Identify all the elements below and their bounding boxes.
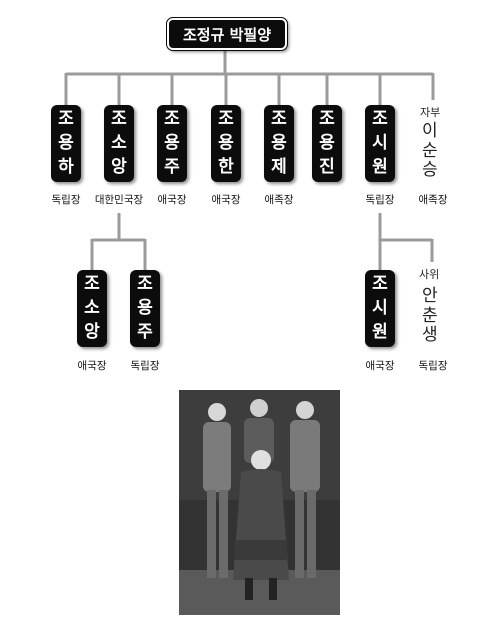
child-node-1: 조 용 하 [51,105,81,182]
char: 용 [271,132,287,153]
char: 조 [319,109,335,130]
award-caption: 애국장 [211,194,241,206]
award-caption: 애국장 [365,360,395,372]
char: 시 [372,132,388,153]
char: 조 [111,109,127,130]
child-node-2: 조 소 앙 [104,105,134,182]
award-caption: 애국장 [157,194,187,206]
root-parents-box: 조정규 박필양 [166,17,288,51]
child-node-3: 조 용 주 [157,105,187,182]
char: 승 [422,160,438,181]
family-photo [179,390,340,615]
char: 조 [58,109,74,130]
award-caption: 대한민국장 [94,194,144,206]
char: 소 [111,132,127,153]
char: 한 [218,156,234,177]
char: 춘 [422,305,438,326]
award-caption: 애족장 [418,194,448,206]
child-node-6: 조 용 진 [312,105,342,182]
char: 이 [422,121,438,141]
char: 소 [84,297,100,318]
award-caption: 애국장 [77,360,107,372]
char: 하 [58,156,74,177]
char: 용 [164,132,180,153]
family-photo-illustration [179,390,340,615]
award-caption: 독립장 [365,194,395,206]
char: 앙 [84,321,100,342]
root-parents-label: 조정규 박필양 [182,25,272,44]
char: 조 [164,109,180,130]
award-caption: 독립장 [130,360,160,372]
char: 조 [137,274,153,295]
char: 제 [271,156,287,177]
child-node-5: 조 용 제 [264,105,294,182]
char: 원 [372,156,388,177]
char: 용 [319,132,335,153]
award-caption: 애족장 [264,194,294,206]
char: 조 [372,109,388,130]
char: 조 [84,274,100,295]
grandchild-node-1: 조 소 앙 [77,270,107,347]
grandchild-node-3: 조 시 원 [365,270,395,347]
spouse-role-label: 자부 [420,106,441,119]
child-node-4: 조 용 한 [211,105,241,182]
char: 용 [137,297,153,318]
char: 조 [372,274,388,295]
grandchild-node-2: 조 용 주 [130,270,160,347]
char: 안 [422,286,438,306]
grand-spouse-name: 안 춘 생 [422,286,438,346]
char: 원 [372,321,388,342]
char: 생 [422,325,438,346]
award-caption: 독립장 [51,194,81,206]
award-caption: 독립장 [418,360,448,372]
char: 조 [271,109,287,130]
spouse-name: 이 순 승 [422,121,438,181]
char: 용 [58,132,74,153]
char: 진 [319,156,335,177]
char: 순 [422,140,438,161]
char: 시 [372,297,388,318]
grand-spouse-role-label: 사위 [419,268,440,281]
char: 용 [218,132,234,153]
char: 주 [164,156,180,177]
char: 조 [218,109,234,130]
char: 주 [137,321,153,342]
child-node-7: 조 시 원 [365,105,395,182]
char: 앙 [111,156,127,177]
